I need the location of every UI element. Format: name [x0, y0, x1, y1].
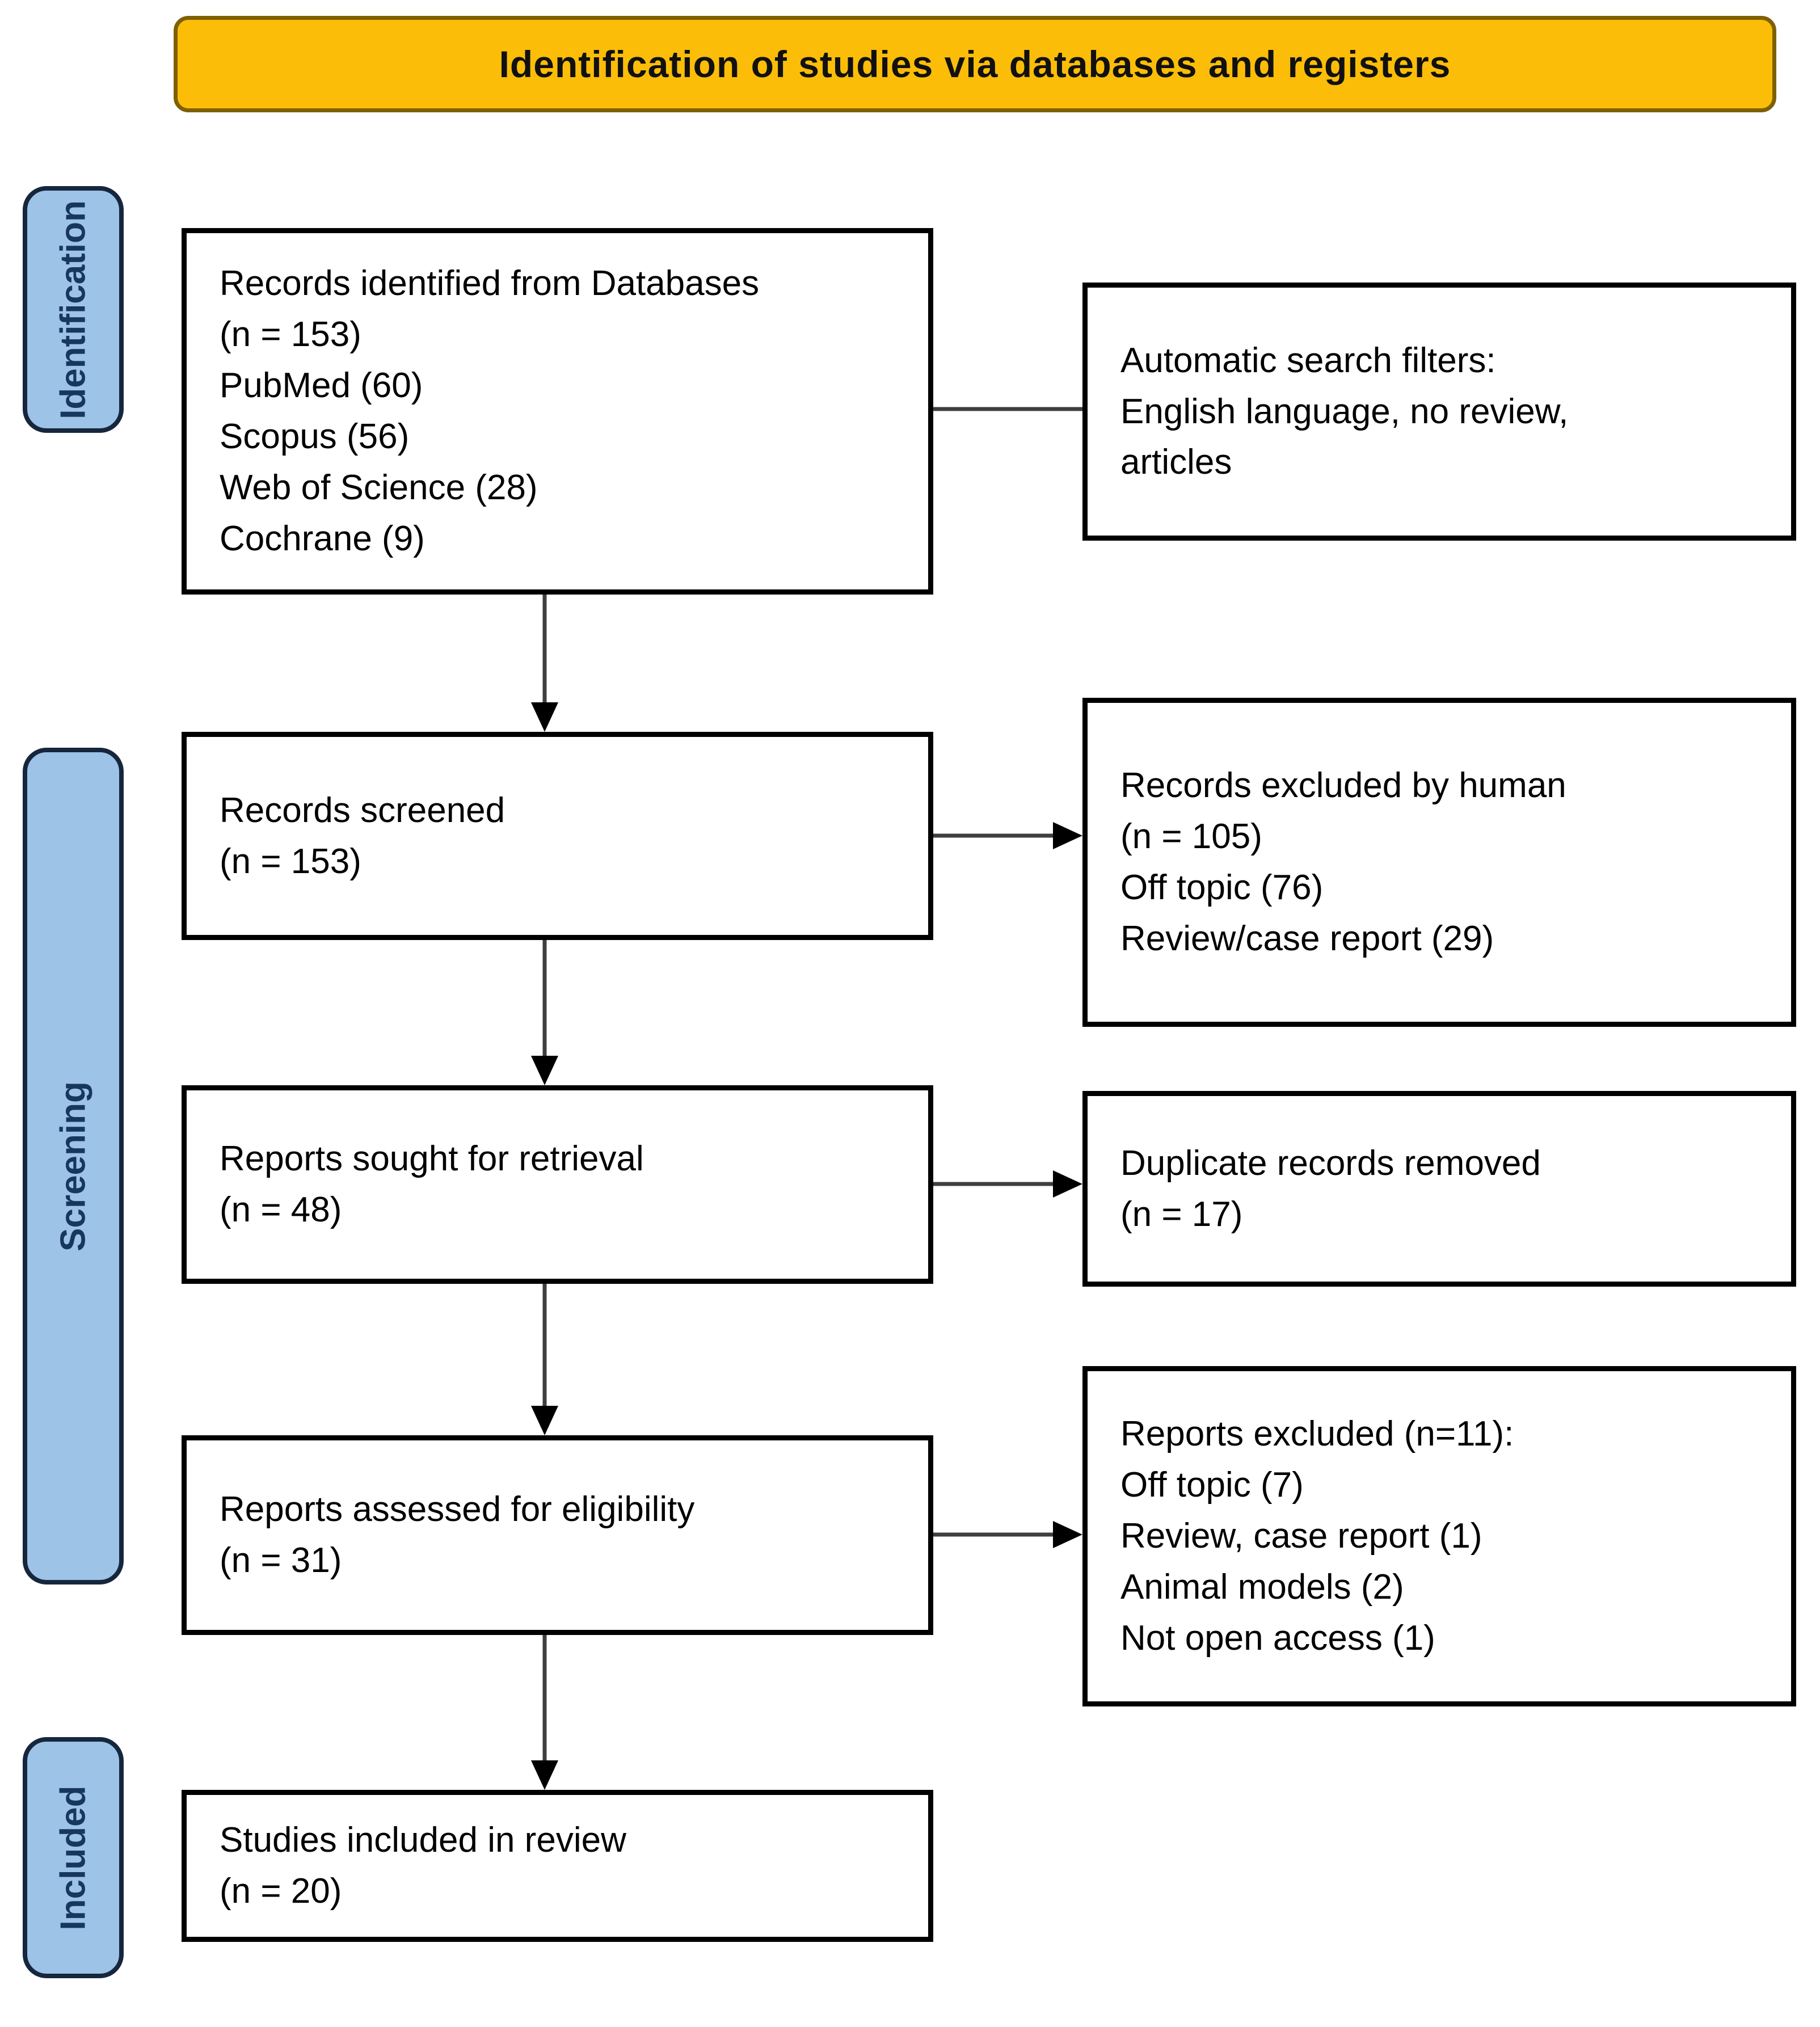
text-line: (n = 20)	[220, 1872, 342, 1911]
arrow-down-screened-to-sought-icon	[531, 940, 558, 1085]
stage-included-label: Included	[53, 1785, 93, 1930]
stage-screening: Screening	[23, 748, 124, 1584]
arrow-right-assessed-to-excluded-icon	[933, 1521, 1082, 1548]
box-reports-sought: Reports sought for retrieval (n = 48)	[182, 1085, 933, 1284]
box-records-identified: Records identified from Databases (n = 1…	[182, 228, 933, 595]
box-duplicates-removed: Duplicate records removed (n = 17)	[1082, 1091, 1796, 1287]
arrow-head-down-icon	[531, 1056, 558, 1085]
text-line: Off topic (76)	[1120, 868, 1324, 907]
text-line: (n = 17)	[1120, 1194, 1243, 1234]
text-line: Records screened	[220, 790, 505, 830]
text-line: Reports sought for retrieval	[220, 1139, 644, 1179]
text-line: Reports assessed for eligibility	[220, 1490, 695, 1529]
banner-title: Identification of studies via databases …	[174, 16, 1776, 112]
stage-identification-label: Identification	[53, 200, 93, 419]
arrow-head-down-icon	[531, 1760, 558, 1790]
text-line: PubMed (60)	[220, 366, 423, 406]
text-line: articles	[1120, 443, 1232, 482]
arrow-down-assessed-to-included-icon	[531, 1635, 558, 1790]
text-line: Duplicate records removed	[1120, 1143, 1541, 1183]
arrow-shaft	[542, 595, 547, 703]
text-line: (n = 48)	[220, 1190, 342, 1229]
arrow-head-down-icon	[531, 702, 558, 732]
box-reports-assessed: Reports assessed for eligibility (n = 31…	[182, 1435, 933, 1635]
text-line: (n = 31)	[220, 1541, 342, 1580]
arrow-shaft	[933, 833, 1059, 838]
text-line: (n = 105)	[1120, 817, 1262, 857]
text-line: (n = 153)	[220, 841, 361, 881]
arrow-down-sought-to-assessed-icon	[531, 1284, 558, 1435]
stage-included: Included	[23, 1737, 124, 1978]
text-line: Automatic search filters:	[1120, 340, 1496, 380]
arrow-right-screened-to-excluded-icon	[933, 822, 1082, 849]
arrow-shaft	[933, 1532, 1059, 1537]
text-line: Animal models (2)	[1120, 1567, 1404, 1607]
text-line: English language, no review,	[1120, 391, 1569, 431]
arrow-shaft	[542, 1284, 547, 1407]
stage-screening-label: Screening	[53, 1081, 93, 1251]
box-auto-filters: Automatic search filters: English langua…	[1082, 283, 1796, 541]
text-line: Review, case report (1)	[1120, 1516, 1482, 1556]
arrow-head-right-icon	[1053, 822, 1082, 849]
arrow-head-right-icon	[1053, 1521, 1082, 1548]
arrow-head-down-icon	[531, 1406, 558, 1435]
text-line: Web of Science (28)	[220, 467, 538, 507]
text-line: Review/case report (29)	[1120, 918, 1494, 958]
text-line: Cochrane (9)	[220, 519, 425, 558]
arrow-shaft	[542, 940, 547, 1057]
stage-identification: Identification	[23, 186, 124, 433]
text-line: Studies included in review	[220, 1820, 626, 1860]
connector-line	[933, 407, 1082, 411]
text-line: Off topic (7)	[1120, 1465, 1304, 1505]
arrow-down-identified-to-screened-icon	[531, 595, 558, 732]
arrow-head-right-icon	[1053, 1170, 1082, 1198]
text-line: Records excluded by human	[1120, 766, 1566, 806]
text-line: Reports excluded (n=11):	[1120, 1414, 1514, 1454]
box-reports-excluded: Reports excluded (n=11): Off topic (7) R…	[1082, 1366, 1796, 1706]
text-line: Not open access (1)	[1120, 1618, 1435, 1658]
text-line: Scopus (56)	[220, 417, 410, 456]
text-line: (n = 153)	[220, 315, 361, 355]
arrow-right-sought-to-duplicates-icon	[933, 1170, 1082, 1198]
box-records-screened: Records screened (n = 153)	[182, 732, 933, 940]
arrow-shaft	[542, 1635, 547, 1761]
box-studies-included: Studies included in review (n = 20)	[182, 1790, 933, 1942]
text-line: Records identified from Databases	[220, 264, 760, 304]
box-records-excluded-human: Records excluded by human (n = 105) Off …	[1082, 698, 1796, 1027]
connector-identified-to-filters-icon	[933, 395, 1082, 423]
arrow-shaft	[933, 1182, 1059, 1186]
